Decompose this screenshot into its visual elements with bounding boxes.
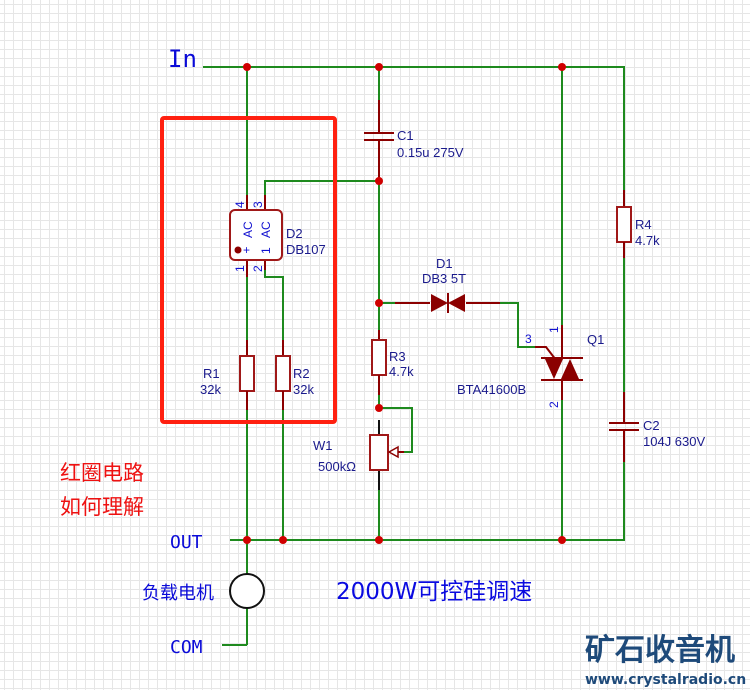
junctions: [243, 63, 566, 544]
d2-pin1: 1: [233, 265, 247, 272]
r4-value: 4.7k: [635, 233, 660, 248]
net-label-in: In: [168, 45, 197, 73]
wire-c2-out: [562, 462, 625, 541]
junction: [243, 536, 251, 544]
junction: [375, 299, 383, 307]
potentiometer-w1[interactable]: W1 500kΩ: [313, 420, 404, 474]
d2-value: DB107: [286, 242, 326, 257]
capacitor-c2[interactable]: C2 104J 630V: [609, 392, 705, 462]
resistor-r2[interactable]: R2 32k: [275, 340, 314, 410]
net-label-out: OUT: [170, 532, 203, 553]
c1-ref: C1: [397, 128, 414, 143]
q1-value: BTA41600B: [457, 382, 526, 397]
resistor-r1[interactable]: R1 32k: [200, 340, 255, 410]
d2-pin4: 4: [233, 201, 247, 208]
triac-q1[interactable]: 1 2 3 Q1 BTA41600B: [457, 325, 604, 408]
d2-pin-label-ac1: AC: [241, 221, 255, 238]
r3-ref: R3: [389, 349, 406, 364]
r4-ref: R4: [635, 217, 652, 232]
r1-ref: R1: [203, 366, 220, 381]
question-line-1: 红圈电路: [60, 461, 144, 485]
d2-pin-label-ac2: AC: [259, 221, 273, 238]
watermark-url: www.crystalradio.cn: [585, 672, 746, 688]
c2-value: 104J 630V: [643, 434, 705, 449]
watermark-brand: 矿石收音机: [585, 633, 735, 668]
motor-symbol: [229, 573, 265, 609]
capacitor-c1[interactable]: C1 0.15u 275V: [364, 100, 464, 181]
q1-pin1: 1: [547, 326, 561, 333]
r2-ref: R2: [293, 366, 310, 381]
load-motor[interactable]: 负载电机: [142, 573, 265, 609]
wire-w1-wiper: [379, 407, 413, 453]
junction: [558, 63, 566, 71]
junction: [375, 536, 383, 544]
bridge-rectifier-d2[interactable]: 4 3 1 2 AC AC + 1 D2 DB107: [229, 195, 326, 277]
junction: [375, 177, 383, 185]
r3-value: 4.7k: [389, 364, 414, 379]
motor-label: 负载电机: [142, 583, 214, 604]
d1-ref: D1: [436, 256, 453, 271]
w1-value: 500kΩ: [318, 459, 356, 474]
question-line-2: 如何理解: [60, 495, 144, 519]
w1-ref: W1: [313, 438, 333, 453]
junction: [375, 63, 383, 71]
d2-ref: D2: [286, 226, 303, 241]
q1-pin2: 2: [547, 401, 561, 408]
q1-ref: Q1: [587, 332, 604, 347]
r2-value: 32k: [293, 382, 314, 397]
wire-d1-gate: [500, 302, 535, 348]
d1-value: DB3 5T: [422, 271, 466, 286]
d2-pin2: 2: [251, 265, 265, 272]
c2-ref: C2: [643, 418, 660, 433]
d2-pin-label-plus: +: [243, 243, 250, 257]
wires: [203, 66, 625, 646]
wire-in-r4: [562, 66, 625, 190]
resistor-r4[interactable]: R4 4.7k: [616, 190, 660, 258]
junction: [558, 536, 566, 544]
diac-d1[interactable]: D1 DB3 5T: [395, 256, 500, 313]
wiper-arrow: [387, 445, 399, 459]
c1-value: 0.15u 275V: [397, 145, 464, 160]
resistor-r3[interactable]: R3 4.7k: [371, 330, 414, 395]
highlight-box: [160, 116, 337, 424]
junction: [279, 536, 287, 544]
junction: [243, 63, 251, 71]
pin1-dot: [234, 246, 242, 254]
d2-pin-label-1: 1: [259, 247, 273, 254]
d2-pin3: 3: [251, 201, 265, 208]
wire-d2-c1: [264, 180, 379, 195]
r1-value: 32k: [200, 382, 221, 397]
q1-pin3: 3: [525, 332, 532, 346]
diagram-title: 2000W可控硅调速: [336, 579, 532, 605]
net-label-com: COM: [170, 637, 203, 658]
junction: [375, 404, 383, 412]
wire-d2-r2: [264, 270, 284, 340]
